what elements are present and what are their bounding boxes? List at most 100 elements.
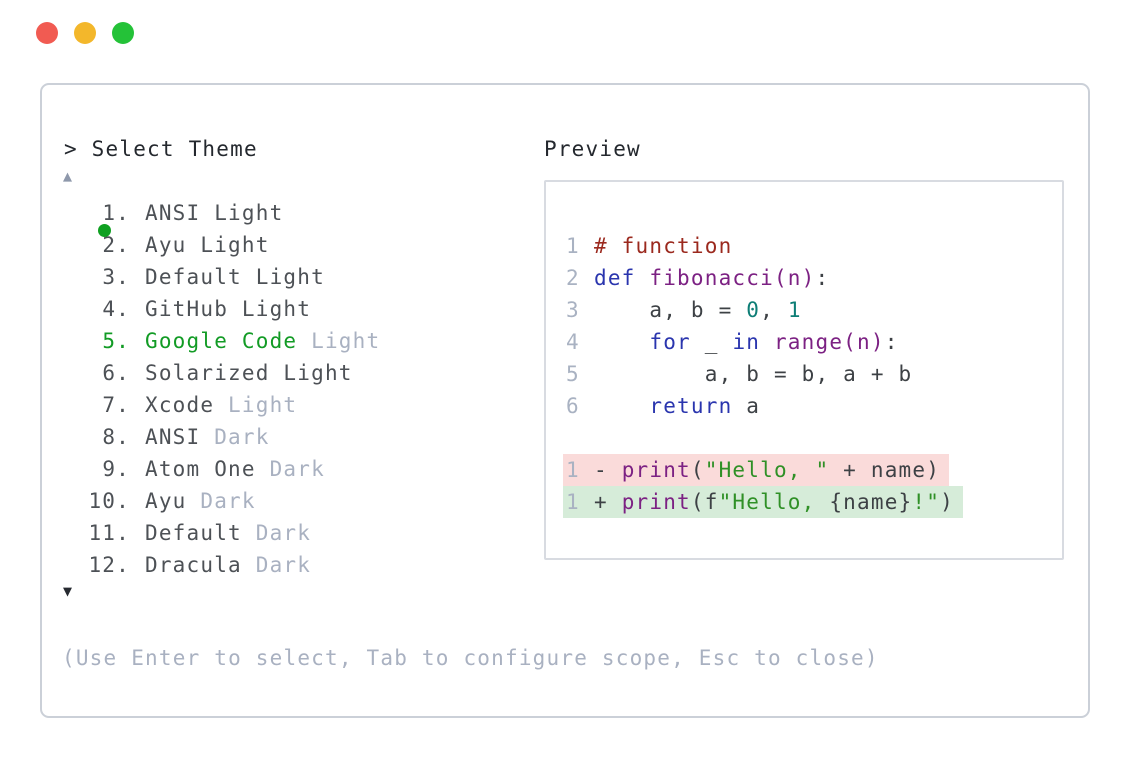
- theme-item-name: ANSI Light: [145, 201, 284, 225]
- code-token: :: [815, 266, 830, 290]
- theme-item-number: 3.: [102, 265, 130, 289]
- scroll-down-icon[interactable]: ▼: [63, 582, 73, 600]
- theme-item-name: Ayu Light: [145, 233, 270, 257]
- code-token: a, b =: [594, 298, 747, 322]
- code-token: for: [649, 330, 691, 354]
- theme-item-number: 6.: [102, 361, 130, 385]
- help-text: (Use Enter to select, Tab to configure s…: [62, 646, 879, 670]
- close-button[interactable]: [36, 22, 58, 44]
- theme-item-name: Solarized Light: [145, 361, 353, 385]
- window-controls: [36, 22, 134, 44]
- theme-item-number: 7.: [102, 393, 130, 417]
- code-token: _: [690, 330, 733, 354]
- theme-item[interactable]: 11. Default Dark: [42, 517, 512, 549]
- line-number: 6: [566, 394, 580, 418]
- picker-prompt: > Select Theme: [64, 137, 258, 161]
- code-line: 4 for _ in range(n):: [566, 326, 1054, 358]
- code-token: [594, 330, 649, 354]
- code-token: "Hello, ": [704, 458, 830, 482]
- code-line: 1 # function: [566, 230, 1054, 262]
- theme-item[interactable]: 12. Dracula Dark: [42, 549, 512, 581]
- line-number: 1: [566, 490, 580, 514]
- code-token: 0: [746, 298, 761, 322]
- code-token: -: [594, 458, 622, 482]
- code-token: print: [621, 490, 691, 514]
- theme-item[interactable]: 6. Solarized Light: [42, 357, 512, 389]
- theme-item-name: Ayu: [145, 489, 187, 513]
- diff-added-highlight: 1 + print(f"Hello, {name}!"): [563, 486, 963, 518]
- theme-item[interactable]: 8.ANSI Dark: [42, 421, 512, 453]
- code-token: +: [594, 490, 622, 514]
- theme-item[interactable]: 10.Ayu Dark: [42, 485, 512, 517]
- theme-item[interactable]: 7. Xcode Light: [42, 389, 512, 421]
- line-number: 4: [566, 330, 580, 354]
- code-token: fibonacci(n): [649, 266, 816, 290]
- theme-item-number: 5.: [102, 329, 130, 353]
- code-token: [636, 266, 650, 290]
- theme-item-suffix: Dark: [255, 457, 325, 481]
- code-token: (f: [690, 490, 719, 514]
- theme-item-number: 12.: [88, 553, 130, 577]
- theme-item-name: GitHub Light: [145, 297, 312, 321]
- theme-item-name: Default Light: [145, 265, 325, 289]
- preview-title: Preview: [544, 137, 641, 161]
- selected-indicator-dot: [98, 224, 111, 237]
- code-token: {name}: [829, 490, 913, 514]
- line-number: 1: [566, 234, 580, 258]
- minimize-button[interactable]: [74, 22, 96, 44]
- line-number: 1: [566, 458, 580, 482]
- code-token: :: [884, 330, 899, 354]
- theme-item[interactable]: 3. Default Light: [42, 261, 512, 293]
- diff-removed-highlight: 1- print("Hello, " + name): [563, 454, 950, 486]
- code-token: !": [912, 490, 941, 514]
- theme-item-name: Atom One: [145, 457, 256, 481]
- code-line: 6 return a: [566, 390, 1054, 422]
- theme-item-suffix: Light: [214, 393, 298, 417]
- code-token: ): [940, 490, 954, 514]
- code-token: return: [649, 394, 733, 418]
- code-token: [760, 330, 774, 354]
- theme-item-suffix: Dark: [186, 489, 256, 513]
- theme-item[interactable]: 1. ANSI Light: [42, 197, 512, 229]
- code-line: 5 a, b = b, a + b: [566, 358, 1054, 390]
- line-number: 5: [566, 362, 580, 386]
- theme-item-suffix: Dark: [241, 553, 312, 577]
- theme-item-number: 8.: [102, 425, 130, 449]
- code-token: def: [594, 266, 636, 290]
- code-token: 1: [787, 298, 802, 322]
- theme-item-name: Dracula: [145, 553, 242, 577]
- theme-item[interactable]: 9.Atom One Dark: [42, 453, 512, 485]
- theme-item-name: Google Code: [145, 329, 298, 353]
- code-token: ,: [760, 298, 788, 322]
- theme-item-suffix: Dark: [241, 521, 312, 545]
- theme-picker-panel: > Select Theme Preview ▲ 1. ANSI Light 2.…: [40, 83, 1090, 718]
- theme-item-selected[interactable]: 5.Google Code Light: [42, 325, 512, 357]
- theme-item-name: Default: [145, 521, 242, 545]
- scroll-up-icon[interactable]: ▲: [63, 167, 73, 185]
- code-token: "Hello,: [718, 490, 830, 514]
- line-number: 3: [566, 298, 580, 322]
- code-token: a, b = b, a + b: [594, 362, 913, 386]
- diff-line-removed: 1- print("Hello, " + name): [563, 454, 1054, 486]
- maximize-button[interactable]: [112, 22, 134, 44]
- theme-item[interactable]: 4. GitHub Light: [42, 293, 512, 325]
- theme-list: 1. ANSI Light 2.Ayu Light 3. Default Light…: [42, 197, 512, 581]
- code-token: # function: [594, 234, 733, 258]
- theme-item-number: 4.: [102, 297, 130, 321]
- code-line: 3 a, b = 0, 1: [566, 294, 1054, 326]
- code-token: in: [732, 330, 761, 354]
- theme-item-name: Xcode: [145, 393, 215, 417]
- code-token: (: [690, 458, 705, 482]
- theme-item-number: 11.: [88, 521, 130, 545]
- diff-line-added: 1 + print(f"Hello, {name}!"): [563, 486, 1054, 518]
- code-token: [594, 394, 649, 418]
- code-token: range(n): [773, 330, 885, 354]
- code-token: print: [621, 458, 691, 482]
- theme-item[interactable]: 2.Ayu Light: [42, 229, 512, 261]
- code-token: a: [732, 394, 761, 418]
- theme-item-suffix: Dark: [200, 425, 270, 449]
- theme-item-number: 1.: [102, 201, 130, 225]
